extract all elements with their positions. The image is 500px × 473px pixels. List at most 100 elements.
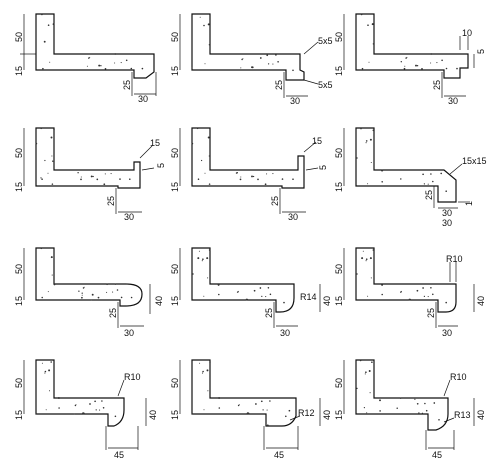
concrete-stipple: [364, 373, 366, 375]
concrete-stipple: [209, 361, 211, 363]
concrete-stipple: [416, 289, 419, 292]
concrete-stipple: [44, 159, 46, 162]
slab-thickness-label: 15: [170, 296, 180, 306]
concrete-stipple: [408, 298, 411, 301]
concrete-stipple: [41, 178, 43, 180]
concrete-stipple: [218, 397, 221, 399]
concrete-stipple: [207, 277, 209, 279]
slab-thickness-label: 15: [170, 66, 180, 76]
concrete-stipple: [53, 283, 56, 286]
edge-label-1: 25: [270, 196, 280, 206]
wall-height-label: 50: [334, 32, 344, 42]
concrete-stipple: [42, 67, 44, 70]
concrete-stipple: [440, 172, 443, 175]
concrete-stipple: [50, 136, 53, 139]
concrete-stipple: [361, 67, 364, 70]
concrete-stipple: [52, 160, 54, 162]
concrete-stipple: [199, 362, 201, 364]
edge-label-2: 40: [476, 410, 486, 420]
concrete-stipple: [421, 67, 423, 70]
concrete-stipple: [372, 43, 374, 45]
concrete-stipple: [269, 400, 271, 402]
callout-1: 15x15: [462, 156, 487, 166]
edge-label-2: 30: [442, 208, 452, 218]
edge-label-1: 25: [106, 196, 116, 206]
concrete-stipple: [372, 129, 375, 132]
concrete-stipple: [35, 413, 37, 415]
slab-thickness-label: 15: [14, 410, 24, 420]
concrete-stipple: [106, 283, 108, 286]
concrete-stipple: [237, 290, 239, 292]
concrete-stipple: [368, 61, 370, 63]
edge-label-1: 25: [274, 80, 284, 90]
edge-label-1: 25: [264, 308, 274, 318]
concrete-stipple: [356, 273, 358, 275]
concrete-stipple: [367, 295, 369, 297]
concrete-stipple: [201, 260, 203, 262]
concrete-stipple: [104, 173, 106, 175]
concrete-stipple: [95, 409, 97, 411]
concrete-stipple: [365, 371, 367, 374]
concrete-stipple: [103, 183, 106, 186]
panel-7: 50 15 25 30 40: [14, 247, 164, 338]
callout-2: 5: [476, 49, 486, 54]
concrete-stipple: [239, 178, 242, 181]
callout-2: 5: [318, 165, 328, 170]
concrete-stipple: [89, 403, 91, 405]
concrete-stipple: [196, 127, 199, 130]
concrete-stipple: [94, 400, 96, 403]
concrete-stipple: [51, 183, 54, 185]
concrete-section: [35, 13, 155, 79]
concrete-stipple: [267, 287, 270, 289]
concrete-stipple: [371, 361, 373, 363]
concrete-stipple: [365, 260, 367, 262]
concrete-stipple: [369, 392, 371, 394]
concrete-stipple: [206, 257, 209, 260]
concrete-stipple: [206, 369, 209, 372]
concrete-stipple: [400, 397, 402, 399]
concrete-stipple: [88, 57, 90, 59]
callout-1: R14: [300, 292, 317, 302]
concrete-stipple: [259, 57, 262, 59]
slab-thickness-label: 15: [334, 410, 344, 420]
concrete-stipple: [252, 175, 255, 178]
concrete-stipple: [277, 61, 279, 63]
edge-label-1: 45: [274, 450, 284, 460]
wall-height-label: 50: [14, 378, 24, 388]
concrete-stipple: [416, 402, 419, 405]
concrete-stipple: [433, 402, 436, 404]
concrete-stipple: [203, 24, 205, 27]
concrete-stipple: [441, 59, 443, 62]
concrete-stipple: [80, 178, 82, 181]
edge-label-2: 30: [280, 328, 290, 338]
concrete-stipple: [363, 407, 365, 409]
wall-height-label: 50: [170, 264, 180, 274]
wall-height-label: 50: [170, 378, 180, 388]
concrete-section: [35, 127, 141, 189]
panel-5: 50 15 15 5 25 30: [170, 127, 328, 222]
concrete-stipple: [240, 67, 242, 69]
concrete-stipple: [125, 59, 128, 62]
concrete-stipple: [96, 178, 99, 181]
concrete-stipple: [401, 290, 402, 292]
concrete-stipple: [427, 296, 429, 298]
callout-2: 5: [156, 163, 166, 168]
concrete-stipple: [445, 67, 448, 70]
concrete-stipple: [400, 178, 402, 180]
concrete-stipple: [403, 67, 406, 70]
concrete-stipple: [141, 67, 144, 70]
concrete-stipple: [400, 61, 402, 63]
concrete-stipple: [266, 424, 269, 427]
slab-thickness-label: 15: [14, 182, 24, 192]
edge-label-2: 30: [124, 212, 134, 222]
concrete-stipple: [201, 372, 204, 374]
concrete-stipple: [445, 190, 447, 192]
concrete-stipple: [396, 407, 398, 410]
concrete-stipple: [82, 412, 85, 415]
concrete-stipple: [360, 128, 362, 130]
concrete-stipple: [41, 296, 43, 299]
wall-height-label: 50: [170, 148, 180, 158]
callout-1: R10: [450, 372, 467, 382]
concrete-stipple: [81, 296, 83, 299]
